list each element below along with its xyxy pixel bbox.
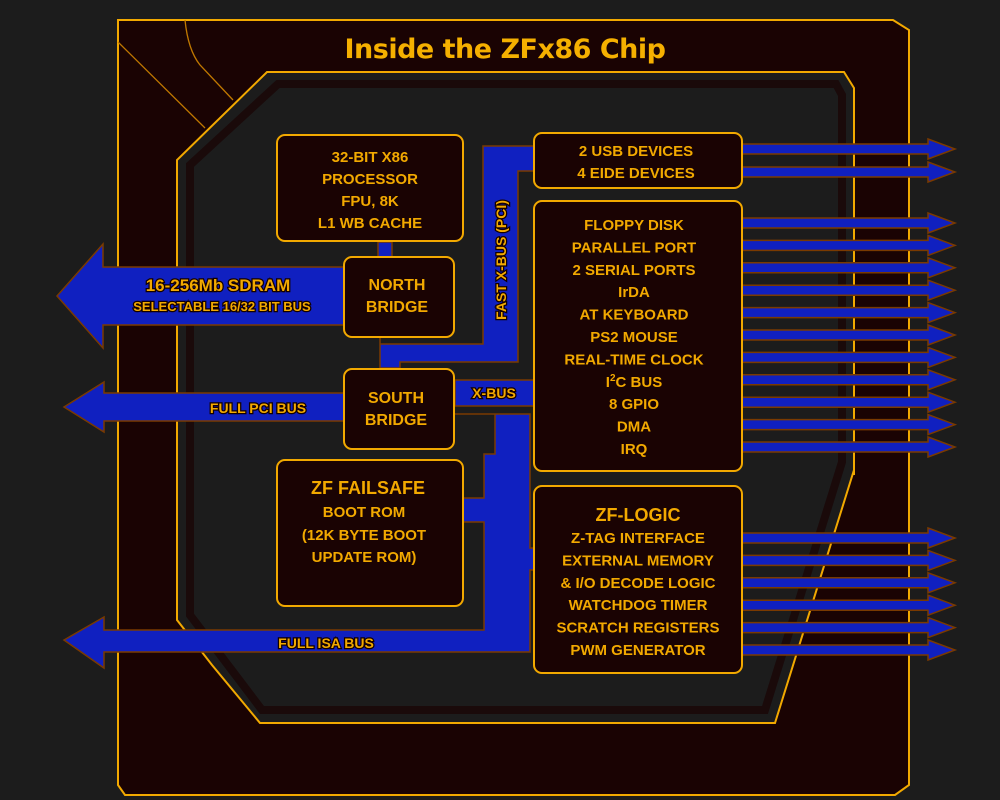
output-arrow <box>741 323 958 347</box>
zf-logic-list: Z-TAG INTERFACE EXTERNAL MEMORY & I/O DECO… <box>556 530 719 659</box>
processor-line: FPU, 8K <box>341 193 399 210</box>
peripheral-item: DMA <box>617 419 651 436</box>
south-bridge-block <box>343 368 455 450</box>
failsafe-block <box>276 459 464 607</box>
output-arrow <box>741 256 958 279</box>
zf-logic-heading: ZF-LOGIC <box>596 505 681 525</box>
failsafe-line: BOOT ROM <box>323 504 406 521</box>
frame-corner-arc <box>184 19 234 101</box>
north-bridge-line: BRIDGE <box>366 299 429 316</box>
pci-bus-arrow <box>62 380 346 434</box>
peripheral-item: IRQ <box>621 441 648 458</box>
peripheral-item: PARALLEL PORT <box>572 239 696 256</box>
blocks <box>276 132 743 674</box>
usb-eide-line: 4 EIDE DEVICES <box>577 165 695 182</box>
output-arrow <box>741 368 958 391</box>
output-arrow <box>741 301 958 324</box>
processor-block <box>276 134 464 242</box>
zf-logic-item: & I/O DECODE LOGIC <box>560 575 715 592</box>
peripherals-block <box>533 200 743 472</box>
failsafe-heading: ZF FAILSAFE <box>311 478 425 498</box>
peripheral-item: IrDA <box>618 284 650 301</box>
peripheral-item: I2C BUS <box>606 373 662 391</box>
processor-line: 32-BIT X86 <box>332 149 409 166</box>
zf-logic-item: EXTERNAL MEMORY <box>562 552 714 569</box>
output-arrow <box>741 391 958 414</box>
peripheral-item: FLOPPY DISK <box>584 217 684 234</box>
xbus-label: X-BUS <box>472 385 516 401</box>
usb-eide-line: 2 USB DEVICES <box>579 143 693 160</box>
output-arrow <box>741 211 958 235</box>
isa-bus-label: FULL ISA BUS <box>278 635 374 651</box>
output-arrow <box>741 616 958 639</box>
zf-logic-item: WATCHDOG TIMER <box>569 597 708 614</box>
peripheral-item: AT KEYBOARD <box>580 307 689 324</box>
output-arrow <box>741 234 958 257</box>
sdram-bus-label: 16-256Mb SDRAM <box>146 276 291 295</box>
processor-line: L1 WB CACHE <box>318 215 422 232</box>
output-arrow <box>741 594 958 617</box>
output-arrow <box>741 160 958 184</box>
zf-logic-item: PWM GENERATOR <box>570 642 705 659</box>
output-arrow <box>741 279 958 302</box>
processor-label: 32-BIT X86 PROCESSOR FPU, 8K L1 WB CACHE <box>318 149 422 232</box>
output-arrows <box>741 137 958 662</box>
output-arrow <box>741 413 958 436</box>
failsafe-line: (12K BYTE BOOT <box>302 527 426 544</box>
peripheral-item: PS2 MOUSE <box>590 329 678 346</box>
south-bridge-line: SOUTH <box>368 390 424 407</box>
north-bridge-block <box>343 256 455 338</box>
zf-logic-item: Z-TAG INTERFACE <box>571 530 705 547</box>
cpu-nb-link <box>377 241 393 259</box>
peripheral-item: REAL-TIME CLOCK <box>564 351 703 368</box>
failsafe-line: UPDATE ROM) <box>312 549 417 566</box>
peripherals-list: FLOPPY DISK PARALLEL PORT 2 SERIAL PORTS Ir… <box>564 217 703 458</box>
processor-line: PROCESSOR <box>322 171 418 188</box>
peripheral-item: 8 GPIO <box>609 396 659 413</box>
bus-network <box>55 145 537 670</box>
zf-logic-item: SCRATCH REGISTERS <box>556 620 719 637</box>
sdram-bus-arrow <box>55 242 346 350</box>
zf-logic-block <box>533 485 743 674</box>
peripheral-item: 2 SERIAL PORTS <box>572 262 695 279</box>
frame-corner-line <box>117 41 206 129</box>
north-bridge-line: NORTH <box>369 277 426 294</box>
south-bridge-line: BRIDGE <box>365 412 428 429</box>
diagram-title: Inside the ZFx86 Chip <box>344 34 665 65</box>
output-arrow <box>741 526 958 550</box>
output-arrow <box>741 638 958 662</box>
output-arrow <box>741 571 958 594</box>
output-arrow <box>741 549 958 572</box>
usb-eide-block <box>533 132 743 189</box>
output-arrow <box>741 435 958 459</box>
pci-bus-label: FULL PCI BUS <box>210 400 306 416</box>
output-arrow <box>741 346 958 369</box>
sdram-bus-sublabel: SELECTABLE 16/32 BIT BUS <box>133 299 311 314</box>
output-arrow <box>741 137 958 161</box>
fast-xbus-label: FAST X-BUS (PCI) <box>493 200 509 320</box>
